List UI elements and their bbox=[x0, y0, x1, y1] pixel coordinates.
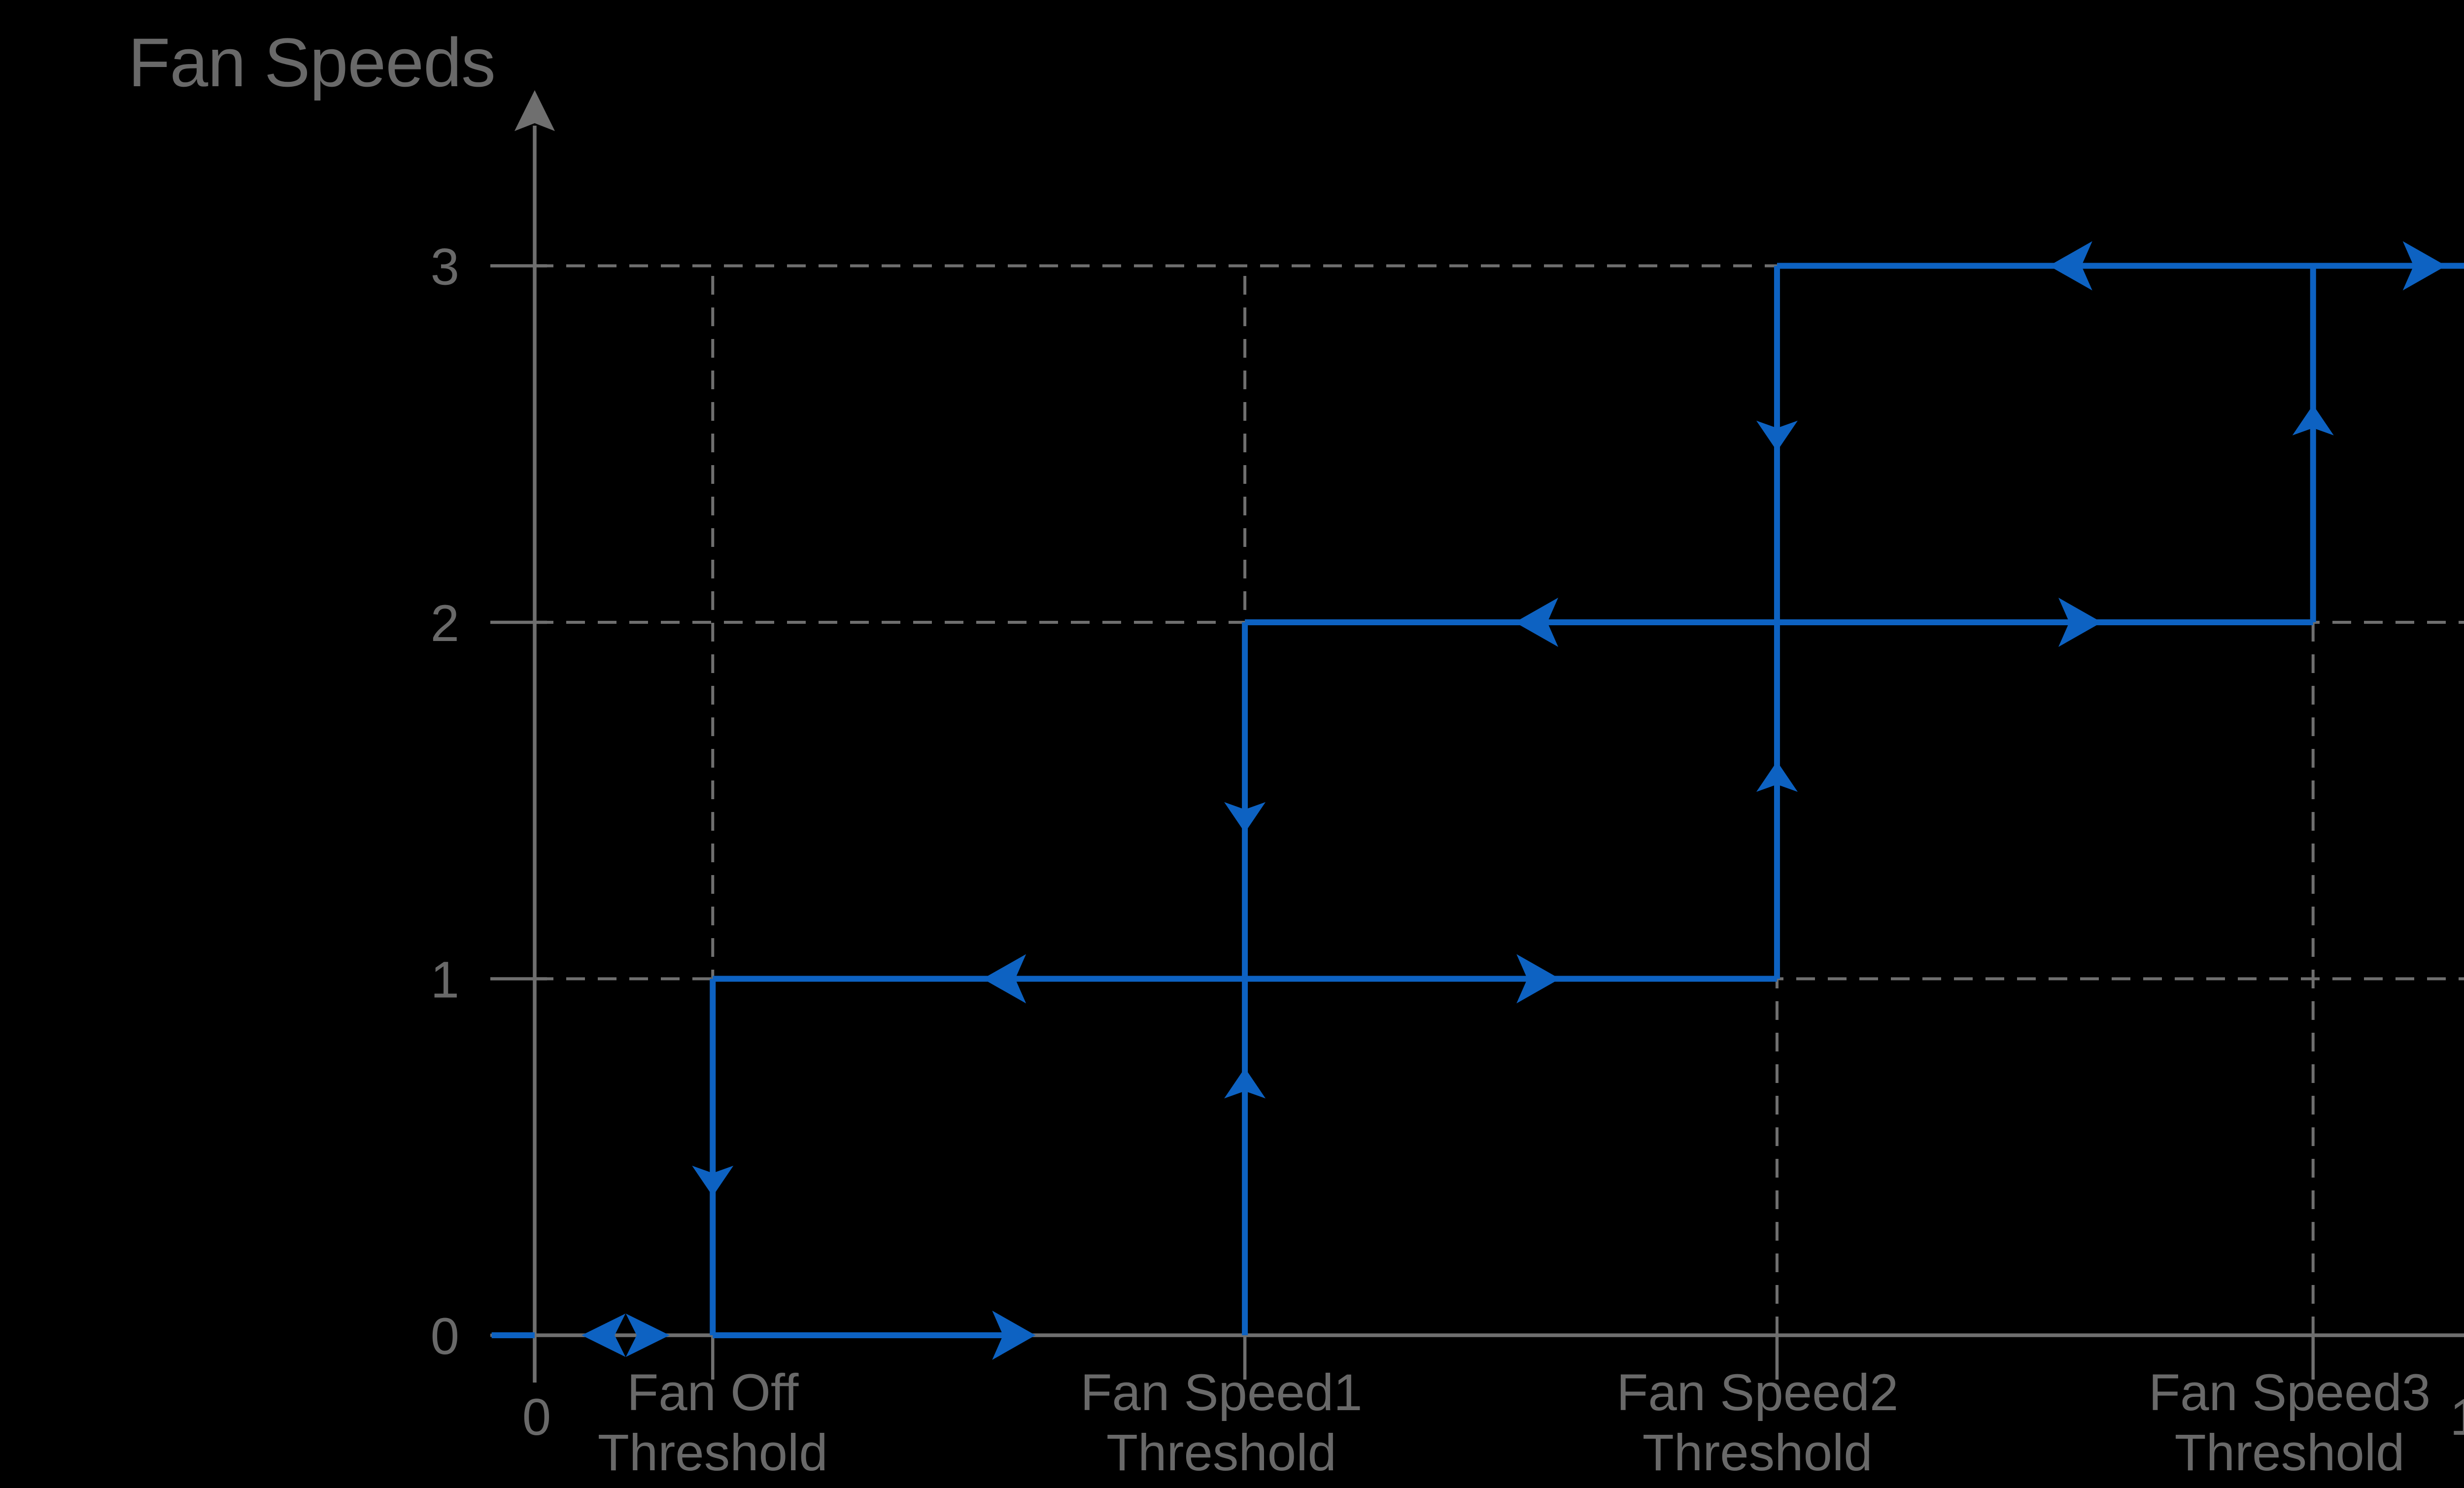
double-arrow-right-icon bbox=[625, 1314, 670, 1357]
y-axis-arrowhead-icon bbox=[514, 90, 555, 131]
flow-arrow-down-icon bbox=[692, 1165, 734, 1196]
flow-arrow-up-icon bbox=[1756, 761, 1798, 792]
chart-title: Fan Speeds bbox=[128, 24, 495, 101]
x-tick-label-fan-speed2-threshold-line1: Fan Speed2 bbox=[1616, 1364, 1898, 1421]
flow-arrow-right-icon bbox=[992, 1311, 1036, 1360]
x-tick-label-fan-speed3-threshold-line2: Threshold bbox=[2175, 1424, 2405, 1482]
x-tick-label-fan-speed1-threshold-line2: Threshold bbox=[1106, 1424, 1336, 1482]
flow-arrow-left-icon bbox=[2049, 241, 2092, 291]
x-tick-label-fan-off-threshold-line1: Fan Off bbox=[627, 1364, 799, 1421]
double-arrow-left-icon bbox=[582, 1314, 626, 1357]
flow-arrow-right-icon bbox=[1516, 954, 1560, 1004]
x-tick-label-fan-speed1-threshold-line1: Fan Speed1 bbox=[1080, 1364, 1362, 1421]
flow-arrow-down-icon bbox=[1756, 420, 1798, 451]
flow-arrow-right-icon bbox=[2058, 598, 2102, 647]
y-tick-label-0: 0 bbox=[431, 1308, 459, 1365]
x-tick-label-zero: 0 bbox=[522, 1388, 551, 1446]
flow-arrow-right-icon bbox=[2402, 241, 2446, 291]
x-tick-label-fan-speed3-threshold-line1: Fan Speed3 bbox=[2149, 1364, 2430, 1421]
flow-arrow-left-icon bbox=[1514, 598, 1558, 647]
y-tick-label-3: 3 bbox=[431, 238, 459, 296]
flow-arrow-up-icon bbox=[1224, 1068, 1266, 1099]
y-tick-label-2: 2 bbox=[431, 595, 459, 652]
x-tick-label-fan-off-threshold-line2: Threshold bbox=[598, 1424, 828, 1482]
flow-arrow-left-icon bbox=[983, 954, 1027, 1004]
y-tick-label-1: 1 bbox=[431, 951, 459, 1009]
flow-arrow-down-icon bbox=[1224, 802, 1266, 833]
flow-arrow-up-icon bbox=[2292, 405, 2334, 436]
x-tick-label-fan-speed2-threshold-line2: Threshold bbox=[1643, 1424, 1873, 1482]
x-tick-label-hundred: 100 bbox=[2450, 1388, 2464, 1446]
